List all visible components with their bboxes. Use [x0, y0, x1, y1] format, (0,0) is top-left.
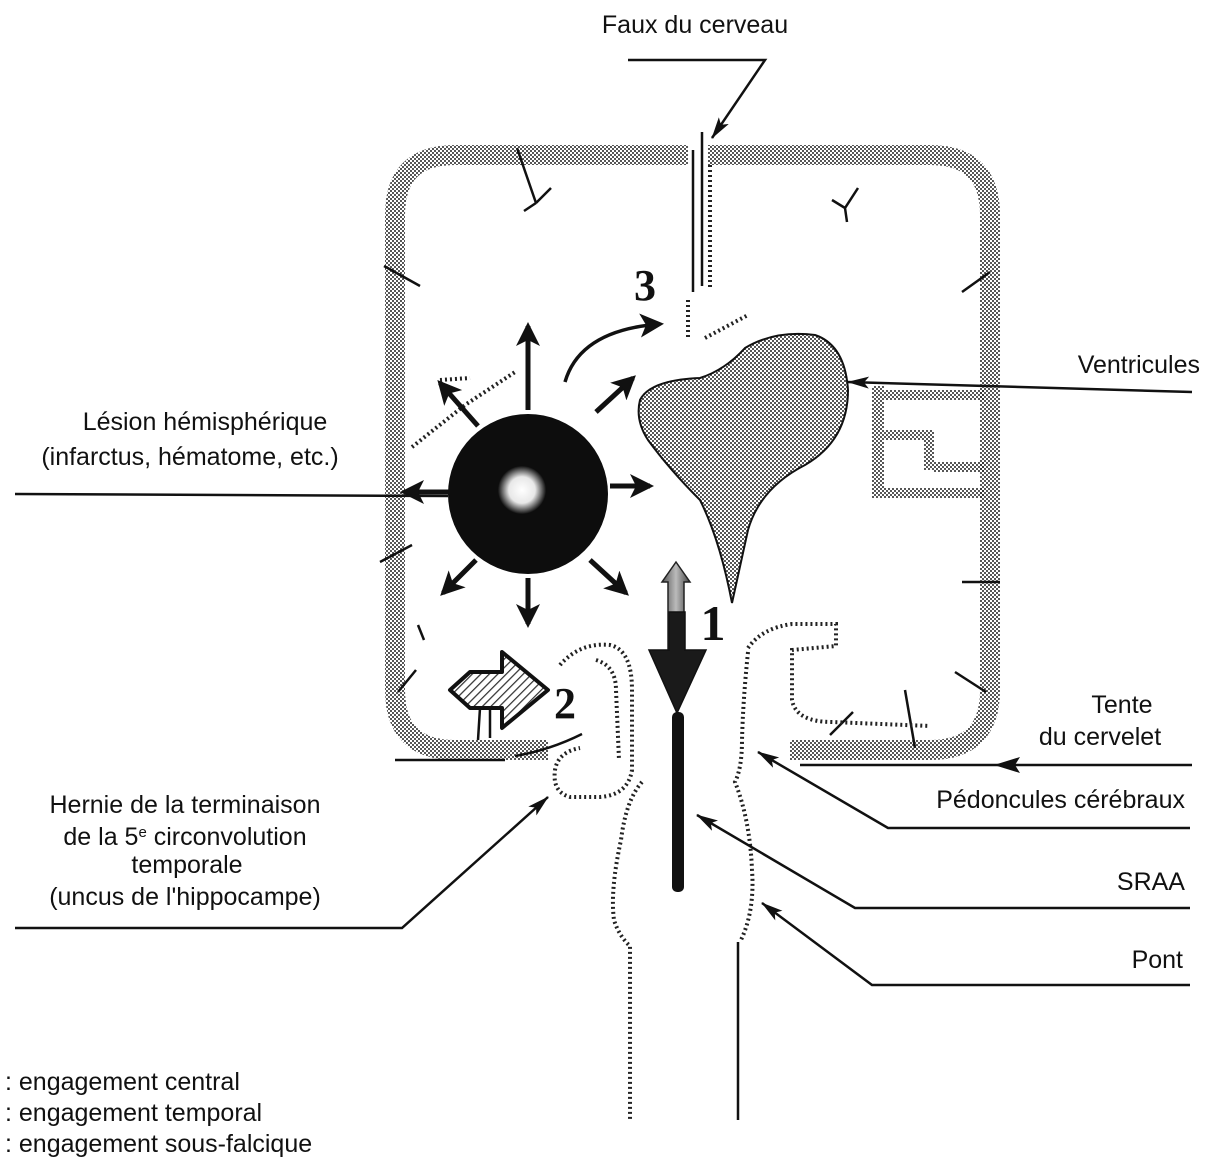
- label-falx: Faux du cerveau: [602, 11, 788, 39]
- label-lesion-line2: (infarctus, hématome, etc.): [41, 443, 338, 471]
- right-internal-structure: [924, 440, 934, 470]
- label-lesion-line1: Lésion hémisphérique: [83, 408, 328, 436]
- label-hernia-line4: (uncus de l'hippocampe): [49, 883, 321, 911]
- leader-line-pons: [762, 903, 1190, 985]
- right-internal-structure: [872, 386, 884, 498]
- label-hernia-line2-pre: de la 5: [63, 823, 138, 851]
- label-hernia-line1: Hernie de la terminaison: [50, 791, 321, 819]
- legend: : engagement central : engagement tempor…: [5, 1068, 312, 1158]
- marker-2: 2: [554, 679, 576, 728]
- brainstem-right-edge: [735, 652, 753, 942]
- temporal-herniation-arrow: 2: [450, 652, 576, 740]
- tentorium-edge-right: [748, 624, 930, 726]
- right-internal-structure: [884, 430, 934, 440]
- label-hernia-line2-sup: e: [138, 824, 146, 841]
- label-peduncles: Pédoncules cérébraux: [936, 786, 1185, 814]
- arrow-upper-left: [440, 383, 478, 426]
- arrow-1-down: [649, 612, 706, 713]
- marker-1: 1: [701, 595, 726, 651]
- legend-temporal: : engagement temporal: [5, 1099, 262, 1127]
- label-sraa: SRAA: [1117, 868, 1185, 896]
- arrow-lower-left: [443, 560, 476, 593]
- lesion-core: [498, 466, 546, 514]
- right-internal-structure: [884, 488, 984, 498]
- label-hernia-line2: de la 5e circonvolution: [63, 823, 306, 851]
- arrow-upper-right: [596, 378, 633, 412]
- hemispheric-lesion: [448, 414, 608, 574]
- brainstem-left-edge: [613, 782, 642, 1120]
- legend-central: : engagement central: [5, 1068, 240, 1096]
- label-ventricles: Ventricules: [1078, 351, 1200, 379]
- leader-line-lesion: [15, 494, 448, 496]
- arrow-lower-right: [590, 560, 626, 593]
- block-arrow-2: [450, 652, 548, 728]
- right-internal-structure: [884, 390, 984, 400]
- sraa-rod: [672, 712, 684, 892]
- sulcus-mark: [832, 188, 858, 222]
- label-tentorium-line2: du cervelet: [1039, 723, 1161, 751]
- arrow-2-tail: [478, 708, 490, 740]
- uncus-inner-edge: [596, 660, 619, 760]
- label-pons: Pont: [1132, 946, 1183, 974]
- label-hernia-line3: temporale: [131, 851, 242, 879]
- leader-line-falx: [628, 60, 765, 138]
- legend-subfalcine: : engagement sous-falcique: [5, 1130, 312, 1158]
- corpus-callosum-edge: [688, 300, 748, 340]
- curved-arrow-3: [565, 324, 660, 382]
- marker-3: 3: [634, 261, 656, 310]
- sulcus-mark: [905, 690, 915, 748]
- central-herniation-arrow: 1: [649, 562, 726, 713]
- subfalcine-herniation-arrow: 3: [565, 261, 660, 382]
- ventricle-shape: [639, 334, 848, 603]
- brainstem: [555, 645, 753, 1120]
- label-hernia-line2-post: circonvolution: [147, 823, 307, 851]
- sulcus-mark: [418, 625, 424, 640]
- label-tentorium-line1: Tente: [1091, 691, 1152, 719]
- right-internal-structure: [934, 462, 984, 472]
